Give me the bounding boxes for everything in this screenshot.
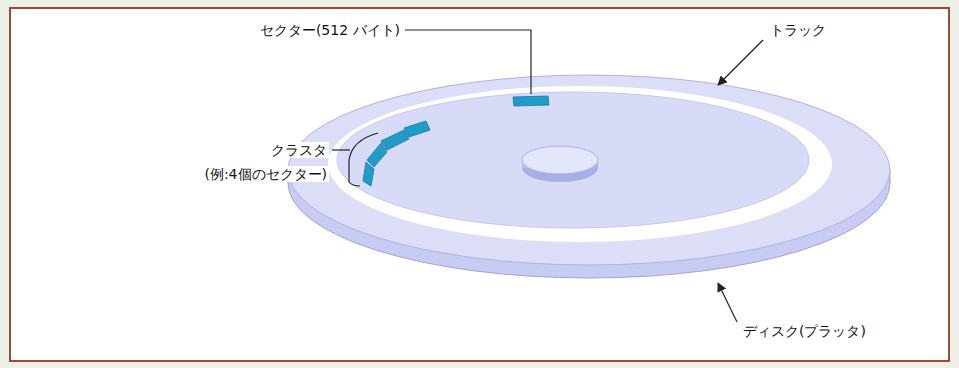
cluster-bracket	[349, 133, 378, 186]
hub	[522, 146, 598, 182]
sector-block	[513, 96, 549, 106]
disk-label: ディスク(プラッタ)	[741, 323, 868, 340]
cluster-label: クラスタ	[269, 142, 329, 159]
sector-label: セクター(512 バイト)	[258, 22, 402, 39]
cluster-blocks	[363, 121, 430, 186]
sector-leader	[405, 30, 531, 94]
cluster-leader	[332, 149, 350, 150]
disk-arrow	[718, 283, 737, 322]
track-label: トラック	[768, 22, 828, 39]
inner-surface	[337, 92, 809, 228]
cluster-note: (例:4個のセクター)	[202, 166, 329, 183]
track-arrow	[718, 40, 763, 85]
platter	[288, 75, 890, 278]
track-ring	[328, 86, 832, 242]
